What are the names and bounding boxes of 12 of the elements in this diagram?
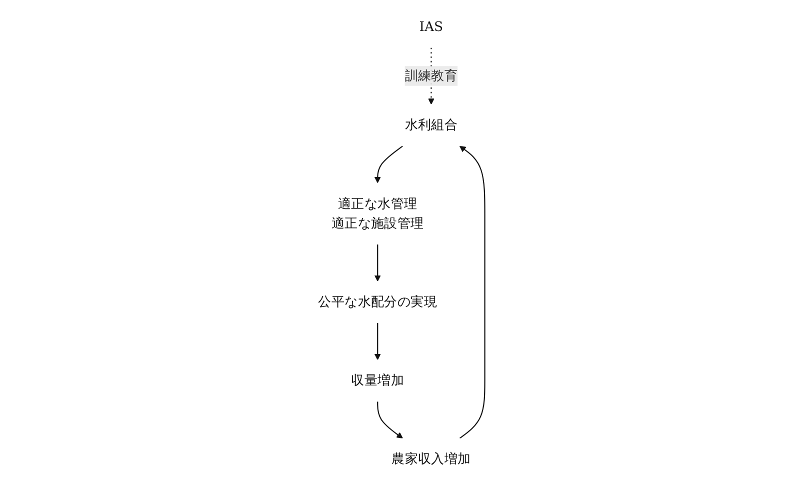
- node-text: 収量増加: [351, 372, 404, 388]
- arrow: [377, 402, 403, 439]
- node-text: IAS: [419, 19, 444, 35]
- arrow: [374, 244, 381, 282]
- node-text: 農家収入増加: [392, 451, 471, 467]
- edge-label: 訓練教育: [404, 68, 458, 84]
- arrow: [459, 146, 486, 439]
- node-text: 水利組合: [404, 117, 458, 133]
- node-text: 適正な水管理 適正な施設管理: [331, 196, 424, 232]
- node-text: 公平な水配分の実現: [318, 294, 438, 310]
- arrow: [374, 323, 381, 360]
- arrow: [374, 146, 403, 184]
